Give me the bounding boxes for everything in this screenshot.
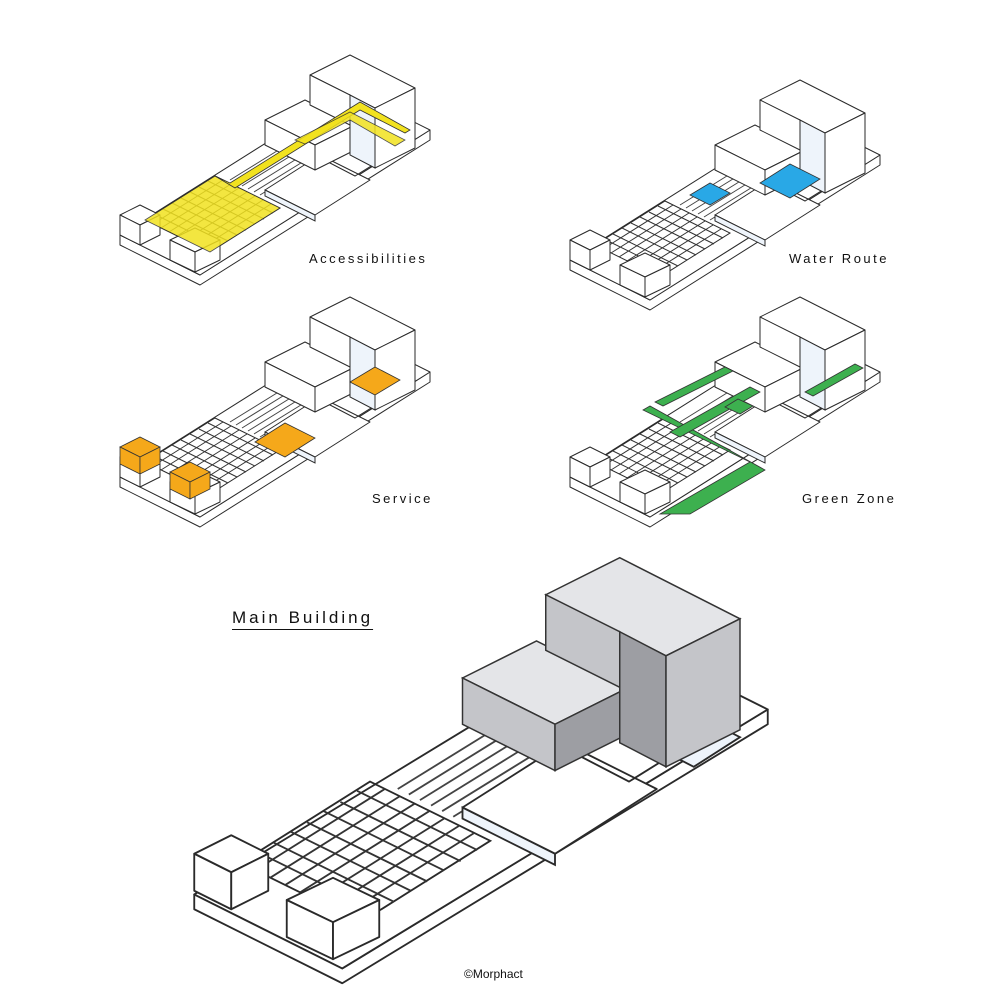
- tower-high-side: [665, 617, 741, 768]
- panel-service: [119, 296, 431, 528]
- panel-label-accessibilities: Accessibilities: [309, 251, 428, 266]
- water-channel: [689, 182, 731, 206]
- panel-label-service: Service: [372, 491, 433, 506]
- accessibility-highlight: [144, 101, 411, 253]
- tower-high-recess: [619, 630, 667, 769]
- panel-green-zone: [569, 296, 881, 528]
- panel-water-route: [569, 79, 881, 311]
- service-zone-middle: [254, 422, 316, 458]
- panel-accessibilities: [119, 54, 431, 286]
- main-building-title: Main Building: [232, 608, 374, 627]
- service-zone-back: [349, 366, 401, 396]
- green-strip-left: [654, 366, 734, 407]
- panel-label-green-zone: Green Zone: [802, 491, 897, 506]
- water-pool: [759, 163, 821, 199]
- green-strip-back: [804, 363, 864, 397]
- green-strip-front: [642, 405, 766, 515]
- service-block-front-1: [139, 446, 161, 475]
- accessibility-grid-zone: [144, 175, 281, 253]
- green-patch: [724, 398, 754, 415]
- copyright-credit: ©Morphact: [464, 967, 523, 981]
- green-zone-highlight: [642, 363, 864, 515]
- main-building-model: [193, 556, 769, 985]
- main-tower: [460, 556, 742, 772]
- service-highlight: [119, 366, 401, 500]
- accessibility-back-path: [294, 111, 406, 147]
- panel-label-water-route: Water Route: [789, 251, 889, 266]
- water-route-highlight: [689, 163, 821, 206]
- service-block-front-2: [189, 471, 211, 500]
- accessibility-path: [214, 101, 411, 189]
